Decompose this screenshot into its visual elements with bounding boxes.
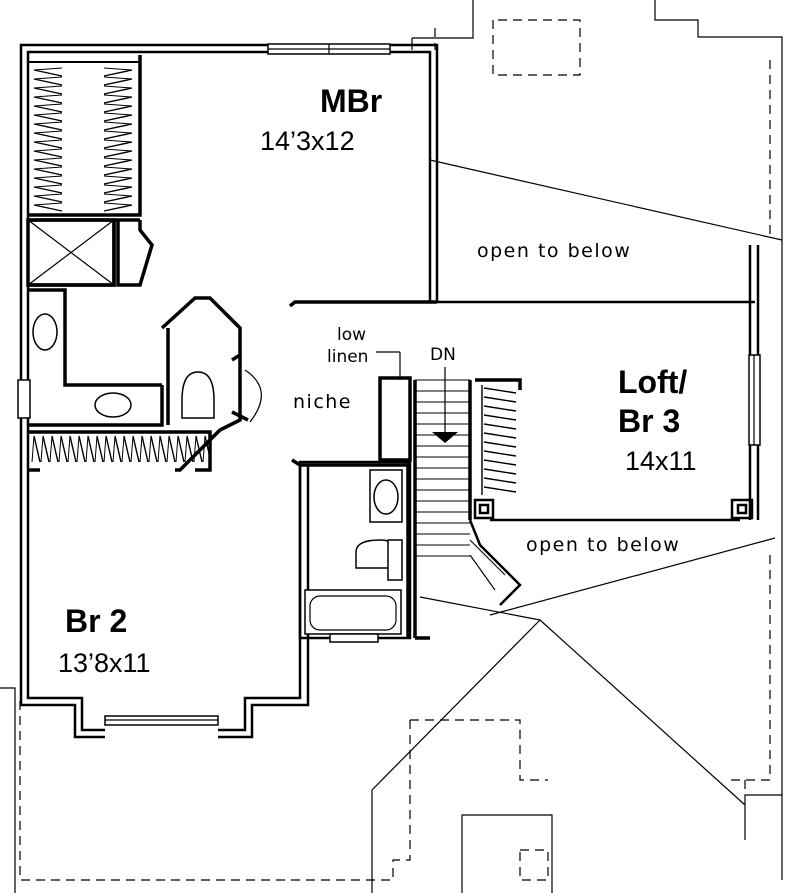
stair: [415, 367, 754, 606]
bathtub-icon: [304, 589, 402, 635]
loft-name-line1: Loft/: [618, 364, 687, 400]
lower-floor-dashed-outline: [19, 19, 771, 881]
exterior-walls: [17, 43, 761, 739]
loft-dims: 14x11: [625, 446, 697, 476]
interior-walls: [26, 55, 755, 640]
niche-arc: [244, 369, 262, 423]
br2-closet-rods: [31, 435, 212, 463]
roof-outline: [0, 0, 783, 893]
open-to-below-lower: open to below: [526, 534, 680, 556]
niche-label: niche: [293, 391, 352, 413]
open-to-below-upper: open to below: [477, 240, 631, 262]
br2-name: Br 2: [65, 603, 127, 639]
low-linen-label-2: linen: [327, 347, 368, 367]
tub-sink-icon: [94, 392, 132, 418]
fixtures: [32, 313, 403, 643]
mbr-dims: 14’3x12: [260, 126, 355, 156]
mbr-closet-rods: [28, 61, 140, 212]
stair-closet-rods: [481, 385, 517, 495]
mbr-name: MBr: [320, 83, 382, 119]
low-linen-label-1: low: [337, 325, 366, 345]
stair-dn-label: DN: [430, 345, 456, 365]
stair-arrow-icon: [432, 432, 458, 443]
loft-name-line2: Br 3: [618, 403, 680, 439]
br2-dims: 13’8x11: [58, 648, 151, 678]
toilet-icon: [181, 371, 215, 419]
sink-icon: [32, 313, 58, 351]
